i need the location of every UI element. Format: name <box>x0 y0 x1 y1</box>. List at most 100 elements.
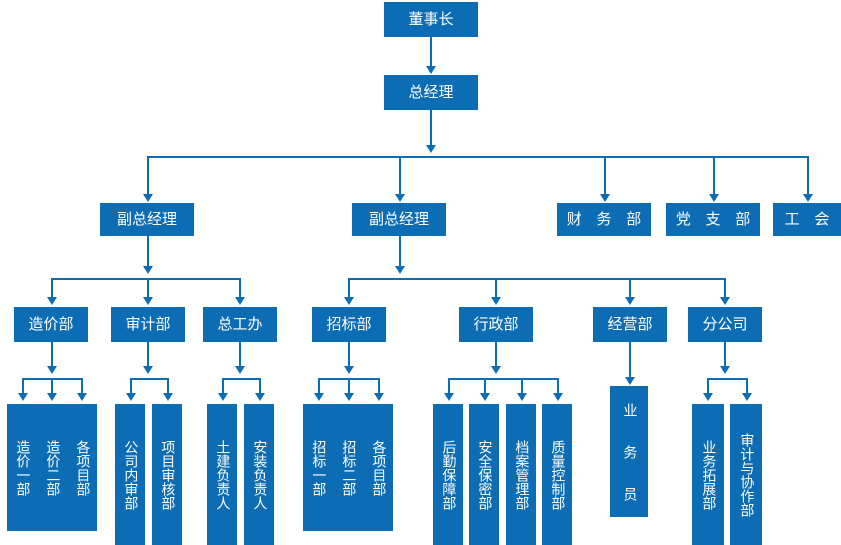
arrowhead-gm <box>426 66 436 74</box>
node-admin-dept[interactable]: 行政部 <box>459 307 533 342</box>
node-archives-management-dept[interactable]: 档案管理部 <box>506 404 536 545</box>
node-logistics-support-dept[interactable]: 后勤保障部 <box>433 404 463 545</box>
arrowhead-civil-works-lead <box>218 393 228 401</box>
drop-archives-management-dept <box>521 378 523 394</box>
drop-cost-dept <box>51 278 53 298</box>
connector-audit-dept-stem <box>147 342 149 367</box>
drop-bidding-dept <box>348 278 350 298</box>
arrowhead-bidding-dept-bus <box>344 366 354 374</box>
connector-deputy-left-stem <box>147 236 149 267</box>
connector-chairman-to-gm <box>430 37 432 68</box>
node-cost-section-2[interactable]: 造价二部 <box>37 404 67 531</box>
arrowhead-bidding-section-1 <box>314 393 324 401</box>
drop-party <box>713 156 715 195</box>
drop-bidding-section-1 <box>318 378 320 394</box>
arrowhead-quality-control-dept <box>553 393 563 401</box>
node-project-depts-cost[interactable]: 各项目部 <box>67 404 97 531</box>
drop-deputy-right <box>399 156 401 195</box>
arrowhead-chief-engineer-bus <box>235 366 245 374</box>
drop-project-review-dept <box>167 378 169 394</box>
node-project-depts-bidding[interactable]: 各项目部 <box>363 404 393 531</box>
drop-installation-lead <box>259 378 261 394</box>
arrowhead-archives-management-dept <box>517 393 527 401</box>
arrowhead-project-depts-bidding <box>374 393 384 401</box>
node-safety-confidentiality-dept[interactable]: 安全保密部 <box>469 404 499 545</box>
drop-cost-section-2 <box>51 378 53 394</box>
bus-audit-dept <box>130 378 168 380</box>
arrowhead-finance <box>600 194 610 202</box>
arrowhead-gm-bus <box>426 145 436 153</box>
drop-audit-cooperation-dept <box>746 378 748 394</box>
arrowhead-deputy-left-bus <box>143 266 153 274</box>
node-bidding-dept[interactable]: 招标部 <box>312 307 386 342</box>
drop-audit-dept <box>147 278 149 298</box>
bus-left-deputy <box>51 278 240 280</box>
node-quality-control-dept[interactable]: 质量控制部 <box>542 404 572 545</box>
arrowhead-audit-cooperation-dept <box>742 393 752 401</box>
arrowhead-deputy-right <box>395 194 405 202</box>
connector-bidding-dept-stem <box>348 342 350 367</box>
arrowhead-audit-dept-bus <box>143 366 153 374</box>
arrowhead-admin-dept <box>491 297 501 305</box>
connector-chief-engineer-stem <box>239 342 241 367</box>
arrowhead-business-development-dept <box>703 393 713 401</box>
arrowhead-project-review-dept <box>163 393 173 401</box>
arrowhead-chief-engineer-office <box>235 297 245 305</box>
connector-branch-company-stem <box>724 342 726 367</box>
drop-project-depts-bidding <box>378 378 380 394</box>
connector-operations-to-salesperson <box>629 342 631 378</box>
node-bidding-section-2[interactable]: 招标二部 <box>333 404 363 531</box>
node-party-branch[interactable]: 党 支 部 <box>666 203 760 236</box>
node-labor-union[interactable]: 工 会 <box>773 203 841 236</box>
arrowhead-deputy-right-bus <box>395 266 405 274</box>
node-business-development-dept[interactable]: 业务拓展部 <box>692 404 724 545</box>
drop-bidding-section-2 <box>348 378 350 394</box>
drop-branch-company <box>724 278 726 298</box>
node-internal-audit-dept[interactable]: 公司内审部 <box>115 404 145 545</box>
node-cost-section-1[interactable]: 造价一部 <box>7 404 37 531</box>
node-deputy-gm-left[interactable]: 副总经理 <box>100 203 194 236</box>
node-audit-cooperation-dept[interactable]: 审计与协作部 <box>730 404 762 545</box>
node-general-manager[interactable]: 总经理 <box>384 75 478 110</box>
arrowhead-project-depts-cost <box>77 393 87 401</box>
arrowhead-safety-confidentiality-dept <box>480 393 490 401</box>
arrowhead-bidding-dept <box>344 297 354 305</box>
drop-union <box>807 156 809 195</box>
node-salesperson[interactable]: 业 务 员 <box>610 386 648 517</box>
drop-finance <box>604 156 606 195</box>
arrowhead-installation-lead <box>255 393 265 401</box>
bus-level3 <box>147 156 808 158</box>
arrowhead-party <box>709 194 719 202</box>
node-audit-dept[interactable]: 审计部 <box>111 307 185 342</box>
drop-safety-confidentiality-dept <box>484 378 486 394</box>
node-finance-dept[interactable]: 财 务 部 <box>557 203 651 236</box>
connector-gm-stem <box>430 110 432 146</box>
node-operations-dept[interactable]: 经营部 <box>593 307 667 342</box>
node-installation-lead[interactable]: 安装负责人 <box>244 404 274 545</box>
drop-logistics-support-dept <box>448 378 450 394</box>
arrowhead-salesperson <box>625 377 635 385</box>
node-bidding-section-1[interactable]: 招标一部 <box>303 404 333 531</box>
connector-deputy-right-stem <box>399 236 401 267</box>
arrowhead-branch-company <box>720 297 730 305</box>
arrowhead-internal-audit-dept <box>126 393 136 401</box>
node-chairman[interactable]: 董事长 <box>384 2 478 37</box>
arrowhead-branch-company-bus <box>720 366 730 374</box>
node-civil-works-lead[interactable]: 土建负责人 <box>207 404 237 545</box>
drop-internal-audit-dept <box>130 378 132 394</box>
bus-right-deputy <box>348 278 725 280</box>
arrowhead-cost-dept <box>47 297 57 305</box>
node-deputy-gm-right[interactable]: 副总经理 <box>352 203 446 236</box>
arrowhead-admin-dept-bus <box>491 366 501 374</box>
drop-business-development-dept <box>707 378 709 394</box>
node-branch-company[interactable]: 分公司 <box>688 307 762 342</box>
node-chief-engineer-office[interactable]: 总工办 <box>203 307 277 342</box>
drop-admin-dept <box>495 278 497 298</box>
arrowhead-cost-section-1 <box>18 393 28 401</box>
connector-admin-dept-stem <box>495 342 497 367</box>
node-project-review-dept[interactable]: 项目审核部 <box>152 404 182 545</box>
node-cost-dept[interactable]: 造价部 <box>14 307 88 342</box>
arrowhead-union <box>803 194 813 202</box>
drop-operations-dept <box>629 278 631 298</box>
drop-project-depts-cost <box>81 378 83 394</box>
